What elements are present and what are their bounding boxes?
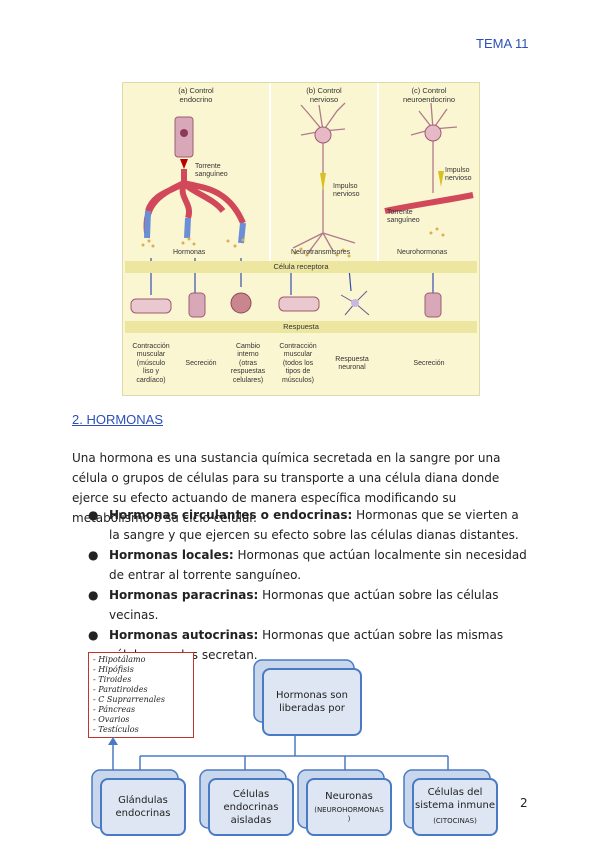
col-a-title: (a) Control endocrino [178,86,214,104]
gland-item: - Hipófisis [93,665,134,674]
list-item-text: Hormonas que actúan sobre las células ve… [109,588,499,622]
neuronas-label: Neuronas [325,791,373,802]
header-tema: TEMA 11 [476,36,529,51]
list-item: ● Hormonas paracrinas: Hormonas que actúa… [72,585,532,625]
label-neurotransmisores: Neurotransmisores [291,249,351,256]
list-item-term: Hormonas circulantes o endocrinas: [109,508,353,522]
page-number: 2 [520,796,528,810]
gland-item: - C Suprarrenales [93,695,165,704]
gland-item: - Páncreas [93,705,136,714]
response-5: Respuesta neuronal [335,355,369,372]
label-torrente-c: Torrente sanguíneo [387,209,420,224]
label-impulso-b: Impulso nervioso [333,183,360,198]
response-2: Secreción [185,359,217,367]
label-torrente-a: Torrente sanguíneo [195,163,228,178]
diagram-glandulas: Glándulas endocrinas [100,778,186,836]
inmune-sub: (CITOCINAS) [433,817,477,825]
gland-item: - Tiroides [93,675,132,684]
control-figure: (a) Control endocrino (b) Control nervio… [122,82,480,396]
diagram-neuronas: Neuronas (NEUROHORMONAS ) [306,778,392,836]
label-neurohormonas: Neurohormonas [397,249,448,256]
glands-list-box: - Hipotálamo - Hipófisis - Tiroides - Pa… [88,652,194,738]
list-item-text: Hormonas que se vierten a la sangre y qu… [109,508,519,542]
intro-paragraph: Una hormona es una sustancia química sec… [72,451,501,525]
diagram-celulas-aisladas: Células endocrinas aisladas [208,778,294,836]
response-4: Contracción muscular (todos los tipos de… [279,342,317,384]
inmune-label: Células del sistema inmune [414,787,495,811]
list-item-term: Hormonas autocrinas: [109,628,259,642]
list-item: ● Hormonas locales: Hormonas que actúan l… [72,545,532,585]
label-hormonas: Hormonas [173,249,206,256]
section-title[interactable]: 2. HORMONAS [72,412,164,427]
list-item-term: Hormonas locales: [109,548,234,562]
diagram-celulas-inmune: Células del sistema inmune (CITOCINAS) [412,778,498,836]
col-b-title: (b) Control nervioso [306,86,342,104]
list-item-text: Hormonas que actúan localmente sin neces… [109,548,527,582]
bullet-icon: ● [88,508,99,522]
gland-item: - Ovarios [93,715,130,724]
gland-item: - Paratiroides [93,685,148,694]
bullet-icon: ● [88,628,99,642]
label-impulso-c: Impulso nervioso [445,167,472,182]
band-respuesta: Respuesta [125,321,477,333]
col-c-title: (c) Control neuroendocrino [402,86,456,104]
band-celula-receptora: Célula receptora [125,261,477,273]
hormone-types-list: ● Hormonas circulantes o endocrinas: Horm… [72,505,532,665]
diagram-root: Hormonas son liberadas por [262,668,362,736]
list-item: ● Hormonas circulantes o endocrinas: Horm… [72,505,532,545]
neuronas-sub: (NEUROHORMONAS ) [314,806,384,823]
figure-illustration [130,83,474,318]
list-item-term: Hormonas paracrinas: [109,588,259,602]
response-1: Contracción muscular (músculo liso y car… [132,342,170,384]
gland-item: - Hipotálamo [93,655,146,664]
bullet-icon: ● [88,548,99,562]
response-3: Cambio interno (otras respuestas celular… [230,342,266,384]
bullet-icon: ● [88,588,99,602]
gland-item: - Testículos [93,725,139,734]
response-6: Secreción [413,359,445,367]
